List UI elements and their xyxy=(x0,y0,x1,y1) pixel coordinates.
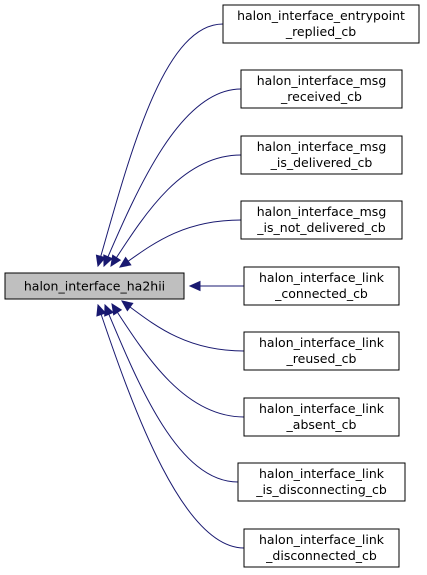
caller-node-line2: _disconnected_cb xyxy=(265,548,377,563)
caller-node-line1: halon_interface_link xyxy=(259,466,385,481)
caller-node-line2: _replied_cb xyxy=(285,24,356,39)
edge-arrowhead xyxy=(103,254,113,268)
caller-node-line1: halon_interface_link xyxy=(259,270,385,285)
call-edge xyxy=(119,219,242,268)
edge-arrowhead xyxy=(96,303,107,317)
caller-node[interactable]: halon_interface_link_connected_cb xyxy=(243,266,400,306)
caller-node-line1: halon_interface_msg xyxy=(257,73,387,88)
caller-node-line1: halon_interface_msg xyxy=(257,139,387,154)
caller-node[interactable]: halon_interface_msg_is_delivered_cb xyxy=(240,135,403,175)
caller-node-line2: _received_cb xyxy=(280,89,362,104)
caller-node-line2: _is_disconnecting_cb xyxy=(255,482,387,497)
edges-layer xyxy=(95,23,245,549)
edge-arrowhead xyxy=(95,254,106,268)
edge-arrowhead xyxy=(104,303,114,317)
caller-node[interactable]: halon_interface_entrypoint_replied_cb xyxy=(222,4,420,44)
call-edge xyxy=(103,88,242,267)
caller-node[interactable]: halon_interface_msg_received_cb xyxy=(240,69,403,109)
caller-node-line2: _connected_cb xyxy=(274,286,368,301)
caller-node-line1: halon_interface_link xyxy=(259,335,385,350)
call-edge xyxy=(104,304,239,483)
caller-node[interactable]: halon_interface_msg_is_not_delivered_cb xyxy=(240,200,403,240)
caller-node-line1: halon_interface_link xyxy=(259,401,385,416)
call-edge xyxy=(111,303,245,418)
edge-arrowhead xyxy=(188,280,201,292)
edge-arrowhead xyxy=(111,302,123,316)
call-edge xyxy=(121,300,245,352)
call-edge xyxy=(97,304,245,549)
edge-arrowhead xyxy=(110,254,122,268)
caller-node-line1: halon_interface_link xyxy=(259,532,385,547)
caller-node-line2: _reused_cb xyxy=(286,351,357,366)
call-edge xyxy=(97,23,224,267)
root-node-label: halon_interface_ha2hii xyxy=(24,279,165,294)
caller-node-line1: halon_interface_entrypoint xyxy=(237,8,405,23)
call-edge xyxy=(110,154,242,267)
edge-arrowhead xyxy=(121,300,134,312)
caller-node-line2: _is_not_delivered_cb xyxy=(256,220,385,235)
caller-node[interactable]: halon_interface_link_reused_cb xyxy=(243,331,400,371)
caller-node[interactable]: halon_interface_link_absent_cb xyxy=(243,397,400,437)
caller-node-line2: _is_delivered_cb xyxy=(270,155,373,170)
caller-node-line2: _absent_cb xyxy=(286,417,357,432)
edge-arrowhead xyxy=(119,256,132,268)
caller-node[interactable]: halon_interface_link_disconnected_cb xyxy=(243,528,400,568)
root-node[interactable]: halon_interface_ha2hii xyxy=(4,272,185,300)
caller-nodes-layer: halon_interface_entrypoint_replied_cbhal… xyxy=(222,4,420,568)
caller-node[interactable]: halon_interface_link_is_disconnecting_cb xyxy=(237,462,406,502)
caller-node-line1: halon_interface_msg xyxy=(257,204,387,219)
